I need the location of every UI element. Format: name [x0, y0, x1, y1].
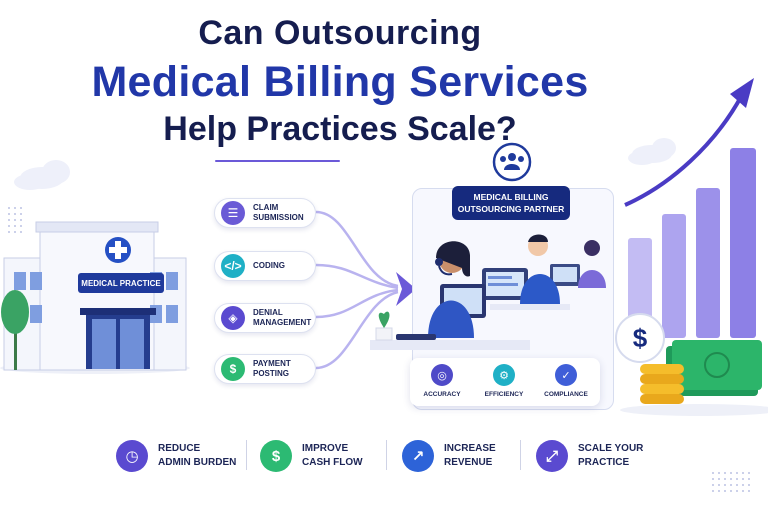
plant-icon — [378, 311, 390, 328]
svg-text:$: $ — [633, 323, 648, 353]
team-icon — [492, 142, 532, 182]
medical-practice-building — [1, 221, 187, 371]
badge-label: EFFICIENCY — [484, 391, 524, 398]
money-illustration: $ — [615, 313, 762, 404]
title-line-2: Medical Billing Services — [91, 58, 589, 106]
flow-lines — [315, 210, 399, 370]
growth-arrow-head-icon — [730, 78, 754, 108]
workflow-coding: </> CODING — [214, 251, 316, 281]
workflow-label: SUBMISSION — [253, 213, 304, 222]
partner-label-line: MEDICAL BILLING — [473, 192, 549, 202]
billing-team-illustration — [370, 234, 606, 350]
coin-stack-icon — [640, 394, 684, 404]
divider — [246, 440, 247, 470]
benefit-scale-your-practice: ⤢ SCALE YOUR PRACTICE — [536, 436, 666, 476]
benefit-label: REDUCE — [158, 443, 201, 454]
expand-icon: ⤢ — [536, 440, 568, 472]
shield-check-icon: ✓ — [555, 364, 577, 386]
code-icon: </> — [221, 254, 245, 278]
clock-icon: ◷ — [116, 440, 148, 472]
qualities-panel: ◎ ACCURACY ⚙ EFFICIENCY ✓ COMPLIANCE — [410, 358, 600, 406]
cloud-left-icon — [14, 160, 70, 190]
target-icon: ◎ — [431, 364, 453, 386]
practice-sign: MEDICAL PRACTICE — [78, 273, 164, 293]
workflow-label: MANAGEMENT — [253, 318, 312, 327]
dot-pattern — [710, 470, 750, 494]
workflow-label: CLAIM — [253, 203, 279, 212]
growth-bars — [628, 148, 756, 338]
document-icon: ☰ — [221, 201, 245, 225]
dot-pattern — [6, 205, 26, 235]
benefit-increase-revenue: ↗ INCREASE REVENUE — [402, 436, 518, 476]
dollar-icon: $ — [221, 357, 245, 381]
growth-arrow — [624, 94, 744, 207]
badge-label: COMPLIANCE — [544, 391, 588, 398]
shield-icon: ◈ — [221, 306, 245, 330]
workflow-label: CODING — [253, 261, 285, 270]
divider — [386, 440, 387, 470]
workflow-label: POSTING — [253, 369, 290, 378]
flow-arrow-icon — [396, 272, 416, 306]
badge-label: ACCURACY — [423, 391, 461, 398]
tree-icon — [1, 290, 29, 334]
workflow-label: DENIAL — [253, 308, 283, 317]
badge-efficiency: ⚙ EFFICIENCY — [474, 364, 534, 398]
divider — [520, 440, 521, 470]
partner-label: MEDICAL BILLING OUTSOURCING PARTNER — [452, 186, 570, 220]
title-line-1: Can Outsourcing — [198, 14, 482, 52]
partner-label-line: OUTSOURCING PARTNER — [457, 204, 565, 214]
gear-icon: ⚙ — [493, 364, 515, 386]
dollar-coin-icon — [615, 313, 665, 363]
workflow-label: PAYMENT — [253, 359, 291, 368]
benefit-label: PRACTICE — [578, 457, 630, 468]
dollar-icon: $ — [260, 440, 292, 472]
cloud-right-icon — [628, 138, 676, 165]
benefit-improve-cash-flow: $ IMPROVE CASH FLOW — [260, 436, 380, 476]
benefit-reduce-admin-burden: ◷ REDUCE ADMIN BURDEN — [116, 436, 246, 476]
title-line-3: Help Practices Scale? — [163, 110, 517, 148]
chart-up-icon: ↗ — [402, 440, 434, 472]
benefit-label: REVENUE — [444, 457, 493, 468]
title-underline — [215, 160, 340, 162]
benefit-label: ADMIN BURDEN — [158, 457, 237, 468]
benefit-label: SCALE YOUR — [578, 443, 644, 454]
badge-compliance: ✓ COMPLIANCE — [536, 364, 596, 398]
benefit-label: CASH FLOW — [302, 457, 363, 468]
benefit-label: IMPROVE — [302, 443, 349, 454]
benefit-label: INCREASE — [444, 443, 496, 454]
badge-accuracy: ◎ ACCURACY — [412, 364, 472, 398]
